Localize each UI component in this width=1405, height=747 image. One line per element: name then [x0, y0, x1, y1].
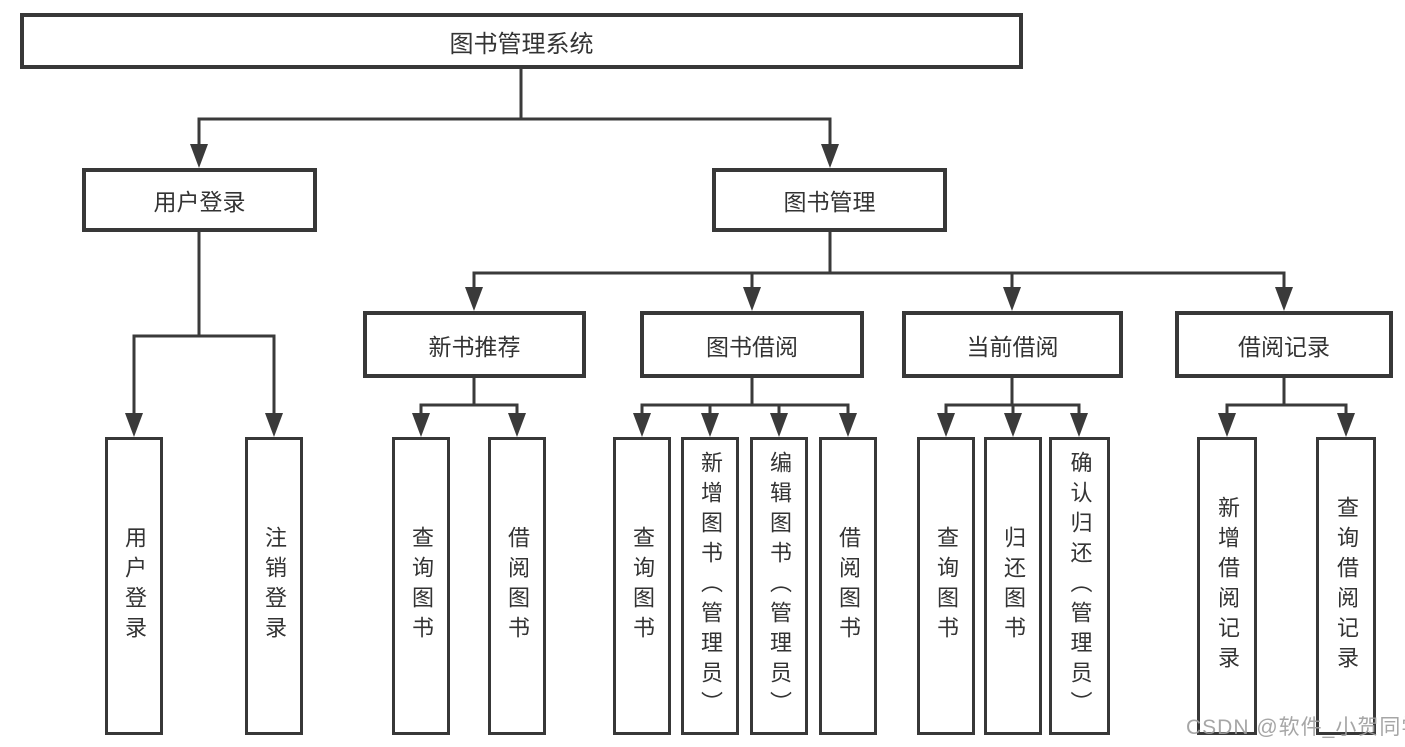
leaf-label: 新增借阅记录 — [1215, 496, 1240, 676]
connector-new-book-recommend-to-leaves — [412, 378, 526, 437]
connector-borrow-records-to-leaves — [1218, 378, 1355, 437]
node-user-login: 用户登录 — [82, 168, 317, 232]
leaf-label: 新增图书（管理员） — [698, 451, 723, 721]
arrowhead-icon — [1275, 287, 1293, 311]
connector-book-borrowing-to-leaves — [633, 378, 857, 437]
node-label: 借阅记录 — [1238, 333, 1330, 360]
arrowhead-icon — [125, 413, 143, 437]
watermark: CSDN @软件_小贺同学 — [1186, 716, 1405, 739]
leaf-label: 借阅图书 — [505, 526, 530, 646]
arrowhead-icon — [743, 287, 761, 311]
leaf-user-login: 用户登录 — [105, 437, 163, 735]
leaf-add-borrow-record: 新增借阅记录 — [1197, 437, 1257, 735]
leaf-label: 编辑图书（管理员） — [767, 451, 792, 721]
leaf-label: 归还图书 — [1001, 526, 1026, 646]
leaf-label: 注销登录 — [262, 526, 287, 646]
leaf-edit-books-admin: 编辑图书（管理员） — [750, 437, 808, 735]
arrowhead-icon — [190, 144, 208, 168]
node-label: 新书推荐 — [428, 333, 521, 360]
node-label: 当前借阅 — [966, 333, 1059, 360]
arrowhead-icon — [1003, 287, 1021, 311]
node-borrow-records: 借阅记录 — [1175, 311, 1393, 378]
arrowhead-icon — [839, 413, 857, 437]
leaf-label: 查询图书 — [409, 526, 434, 646]
leaf-label: 查询借阅记录 — [1334, 496, 1359, 676]
arrowhead-icon — [937, 413, 955, 437]
arrowhead-icon — [1337, 413, 1355, 437]
arrowhead-icon — [821, 144, 839, 168]
leaf-label: 查询图书 — [630, 526, 655, 646]
node-label: 图书管理 — [783, 189, 876, 215]
leaf-confirm-return-admin: 确认归还（管理员） — [1049, 437, 1110, 735]
arrowhead-icon — [465, 287, 483, 311]
arrowhead-icon — [1218, 413, 1236, 437]
node-current-borrowing: 当前借阅 — [902, 311, 1123, 378]
arrowhead-icon — [770, 413, 788, 437]
connector-root-to-level2 — [190, 69, 839, 168]
leaf-logout: 注销登录 — [245, 437, 303, 735]
leaf-query-books-recommend: 查询图书 — [392, 437, 450, 735]
connector-current-borrowing-to-leaves — [937, 378, 1088, 437]
node-book-borrowing: 图书借阅 — [640, 311, 864, 378]
leaf-label: 查询图书 — [934, 526, 959, 646]
leaf-add-books-admin: 新增图书（管理员） — [681, 437, 739, 735]
arrowhead-icon — [701, 413, 719, 437]
node-book-management: 图书管理 — [712, 168, 947, 232]
leaf-return-books: 归还图书 — [984, 437, 1042, 735]
node-new-book-recommend: 新书推荐 — [363, 311, 586, 378]
leaf-borrow-books-borrowing: 借阅图书 — [819, 437, 877, 735]
connector-book-management-to-level3 — [465, 232, 1293, 311]
leaf-borrow-books-recommend: 借阅图书 — [488, 437, 546, 735]
connector-user-login-to-leaves — [125, 232, 283, 437]
node-label: 图书借阅 — [706, 333, 798, 360]
leaf-query-books-borrowing: 查询图书 — [613, 437, 671, 735]
arrowhead-icon — [1004, 413, 1022, 437]
arrowhead-icon — [508, 413, 526, 437]
node-label: 图书管理系统 — [449, 30, 594, 58]
node-library-management-system: 图书管理系统 — [20, 13, 1023, 69]
leaf-label: 用户登录 — [122, 526, 147, 646]
leaf-query-books-current: 查询图书 — [917, 437, 975, 735]
arrowhead-icon — [633, 413, 651, 437]
node-label: 用户登录 — [153, 189, 246, 215]
leaf-label: 借阅图书 — [836, 526, 861, 646]
leaf-label: 确认归还（管理员） — [1067, 451, 1093, 721]
arrowhead-icon — [412, 413, 430, 437]
leaf-query-borrow-record: 查询借阅记录 — [1316, 437, 1376, 735]
arrowhead-icon — [1070, 413, 1088, 437]
arrowhead-icon — [265, 413, 283, 437]
